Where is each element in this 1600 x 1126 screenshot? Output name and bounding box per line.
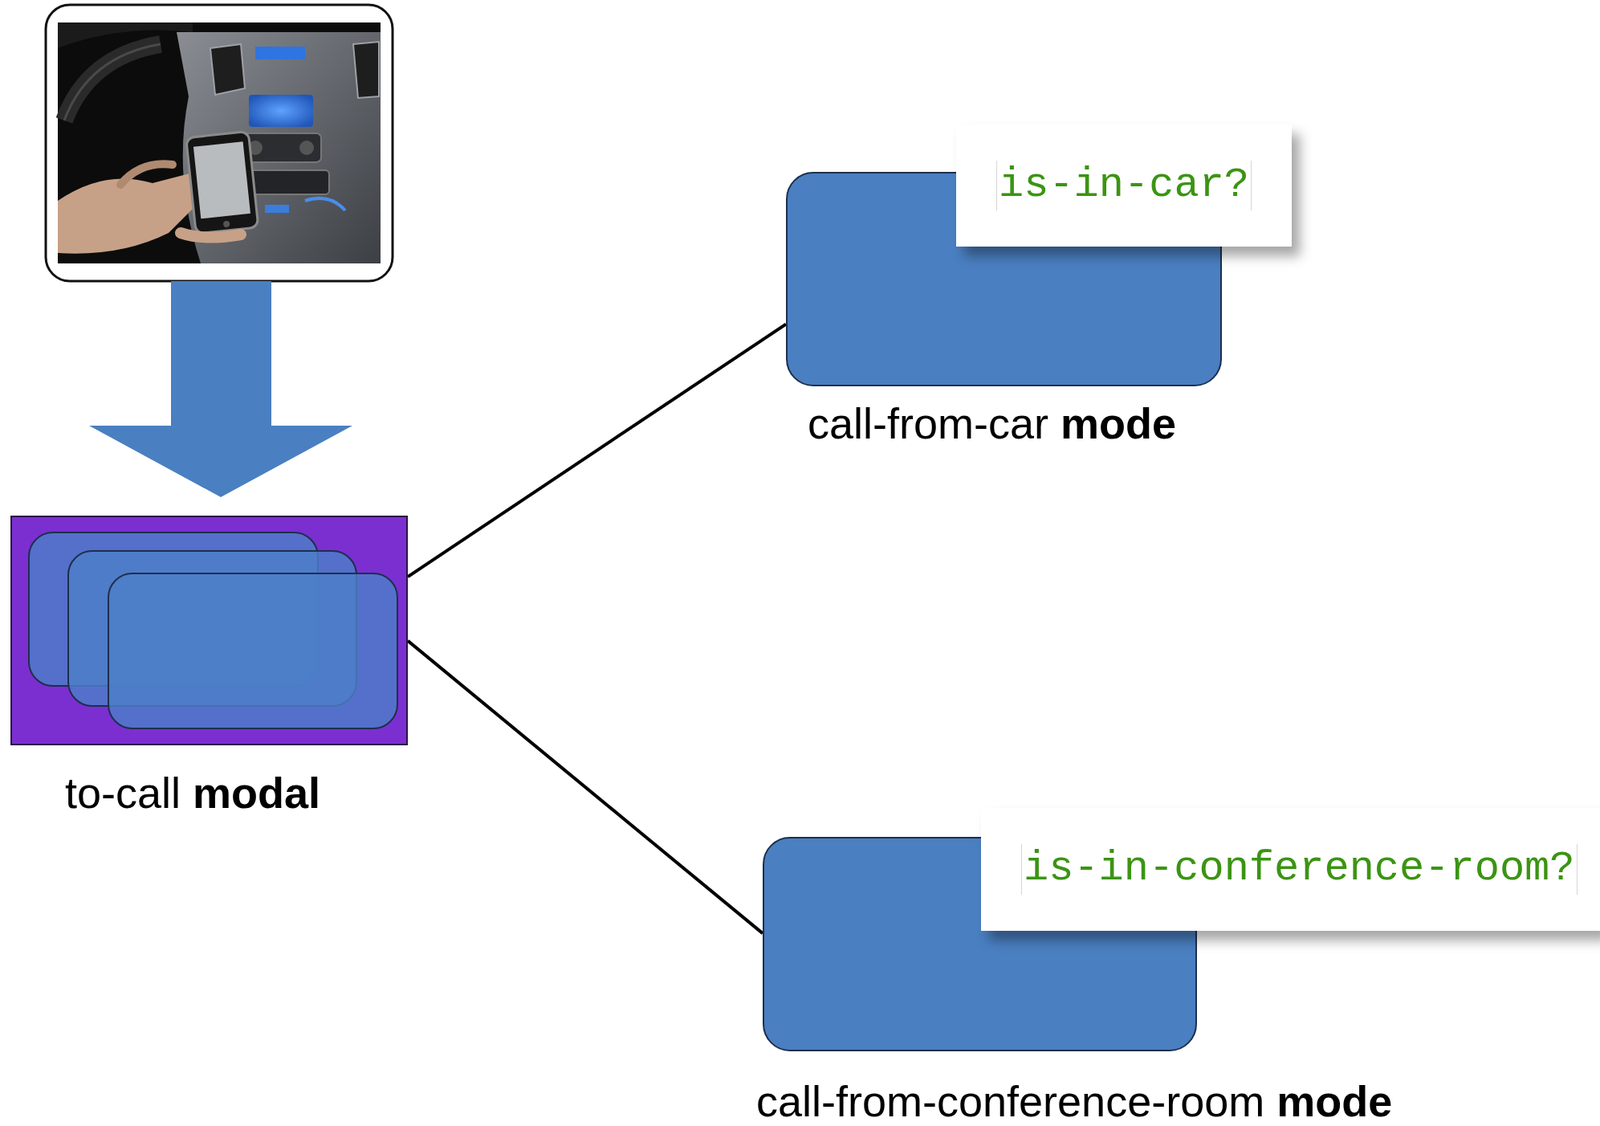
mode-box: is-in-car?call-from-car mode: [785, 171, 1222, 387]
modal-box: to-call modal: [10, 515, 408, 746]
condition-text: is-in-car?: [996, 160, 1252, 211]
car-photo: [45, 4, 393, 281]
node-title: call-from-conference-room mode: [756, 1075, 1393, 1126]
connector-line: [407, 324, 786, 578]
stacked-screens: [12, 517, 410, 747]
node-title: call-from-car mode: [807, 398, 1177, 448]
flow-arrow: [89, 280, 353, 497]
condition-card: is-in-conference-room?: [981, 807, 1600, 931]
node-title: to-call modal: [65, 767, 321, 818]
condition-card: is-in-car?: [956, 124, 1292, 247]
connector-line: [407, 640, 763, 933]
condition-text: is-in-conference-room?: [1021, 843, 1578, 894]
mode-box: is-in-conference-room?call-from-conferen…: [762, 836, 1197, 1051]
